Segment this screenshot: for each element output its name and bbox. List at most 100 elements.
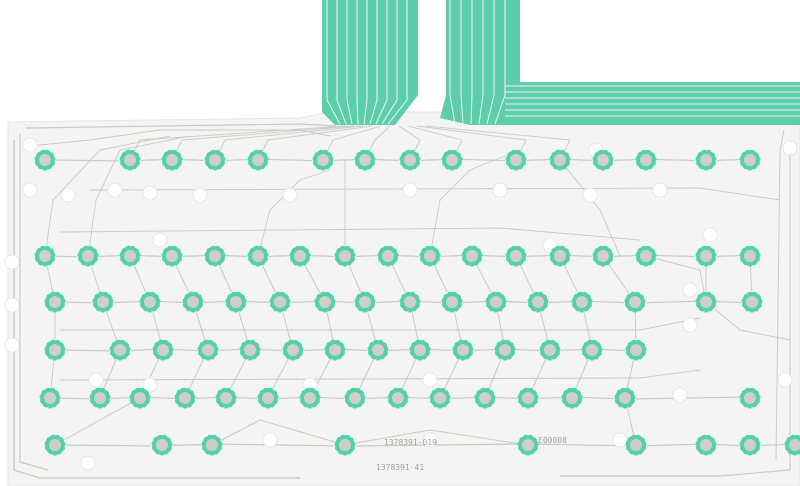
key-contact-pad <box>214 386 238 410</box>
pad-ring-segments <box>203 244 227 268</box>
pad-ring-segments <box>440 148 464 172</box>
pad-center <box>339 250 351 262</box>
pad-center <box>640 154 652 166</box>
pad-center <box>566 392 578 404</box>
pad-ring-segments <box>460 244 484 268</box>
key-contact-pad <box>738 433 762 457</box>
mounting-hole <box>652 182 668 198</box>
pad-center <box>544 344 556 356</box>
bottom-mark-label: 1378391-41 <box>376 463 424 472</box>
pad-center <box>287 344 299 356</box>
pad-center <box>114 344 126 356</box>
pad-ring-segments <box>560 386 584 410</box>
key-contact-pad <box>246 148 270 172</box>
key-contact-pad <box>313 290 337 314</box>
pad-ring-segments <box>694 290 718 314</box>
key-contact-pad <box>428 386 452 410</box>
pad-ring-segments <box>591 148 615 172</box>
key-contact-pad <box>516 433 540 457</box>
mounting-hole <box>152 232 168 248</box>
key-contact-pad <box>181 290 205 314</box>
pad-center <box>630 439 642 451</box>
pad-center <box>744 250 756 262</box>
pad-center <box>554 154 566 166</box>
pad-center <box>157 344 169 356</box>
pad-ring-segments <box>493 338 517 362</box>
pad-center <box>392 392 404 404</box>
key-contact-pad <box>740 290 764 314</box>
pad-ring-segments <box>214 386 238 410</box>
ribbon-conductor <box>363 0 368 125</box>
mounting-hole <box>422 432 438 448</box>
pad-center <box>510 250 522 262</box>
pad-center <box>700 250 712 262</box>
pad-ring-segments <box>504 148 528 172</box>
ribbon-conductor <box>346 0 353 125</box>
key-contact-pad <box>91 290 115 314</box>
pad-ring-segments <box>591 244 615 268</box>
key-contact-pad <box>33 148 57 172</box>
key-contact-pad <box>224 290 248 314</box>
pad-ring-segments <box>38 386 62 410</box>
pad-ring-segments <box>288 244 312 268</box>
pad-ring-segments <box>740 290 764 314</box>
pad-center <box>700 296 712 308</box>
mounting-hole <box>192 187 208 203</box>
key-contact-pad <box>694 290 718 314</box>
pad-ring-segments <box>516 386 540 410</box>
circuit-trace <box>560 140 791 477</box>
pad-center <box>586 344 598 356</box>
pad-center <box>262 392 274 404</box>
pad-center <box>339 439 351 451</box>
pad-ring-segments <box>408 338 432 362</box>
pad-center <box>97 296 109 308</box>
pad-center <box>446 154 458 166</box>
circuit-trace <box>214 255 251 399</box>
key-contact-pad <box>694 244 718 268</box>
ribbon-conductor <box>460 0 464 125</box>
pad-center <box>597 154 609 166</box>
circuit-trace <box>87 135 191 257</box>
key-contact-pad <box>694 148 718 172</box>
mounting-hole <box>22 137 38 153</box>
key-contact-pad <box>484 290 508 314</box>
pad-ring-segments <box>738 148 762 172</box>
mounting-hole <box>282 187 298 203</box>
pad-ring-segments <box>624 338 648 362</box>
ribbon-conductor <box>478 0 484 125</box>
pad-center <box>144 296 156 308</box>
pad-ring-segments <box>343 386 367 410</box>
pad-ring-segments <box>624 433 648 457</box>
pad-ring-segments <box>634 244 658 268</box>
key-contact-pad <box>451 338 475 362</box>
circuit-trace <box>59 227 641 241</box>
circuit-trace <box>429 255 464 399</box>
circuit-trace <box>645 255 707 303</box>
pad-ring-segments <box>224 290 248 314</box>
pad-ring-segments <box>238 338 262 362</box>
pad-center <box>206 439 218 451</box>
mounting-hole <box>682 282 698 298</box>
pad-center <box>746 296 758 308</box>
pad-ring-segments <box>160 148 184 172</box>
pad-ring-segments <box>694 244 718 268</box>
pad-ring-segments <box>298 386 322 410</box>
pad-center <box>317 154 329 166</box>
pad-center <box>156 439 168 451</box>
key-contact-pad <box>38 386 62 410</box>
pad-ring-segments <box>333 433 357 457</box>
pad-ring-segments <box>353 290 377 314</box>
pad-center <box>532 296 544 308</box>
circuit-trace <box>559 255 593 399</box>
key-contact-pad <box>256 386 280 410</box>
key-contact-pad <box>366 338 390 362</box>
key-contact-pad <box>298 386 322 410</box>
pad-center <box>274 296 286 308</box>
key-contact-pad <box>591 148 615 172</box>
pad-ring-segments <box>386 386 410 410</box>
mounting-hole <box>702 227 718 243</box>
key-contact-pad <box>333 433 357 457</box>
key-contact-pad <box>386 386 410 410</box>
mounting-hole <box>142 377 158 393</box>
key-contact-pad <box>333 244 357 268</box>
